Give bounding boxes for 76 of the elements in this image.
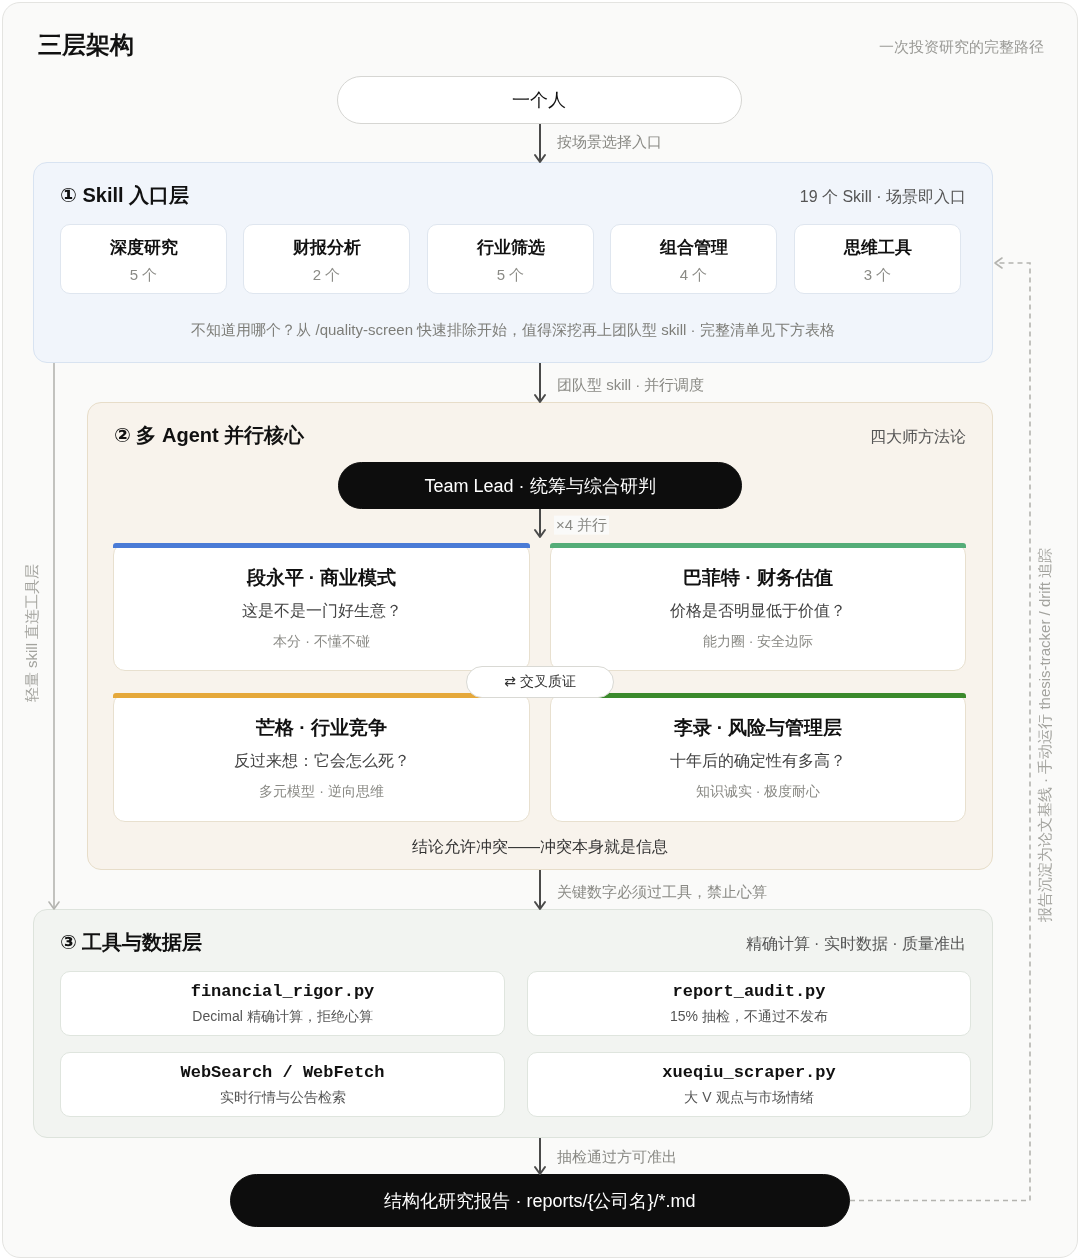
dashed-arrow <box>849 257 1031 1202</box>
arrow <box>534 362 546 403</box>
pill-label: 一个人 <box>512 88 566 111</box>
panel-tagline: 19 个 Skill · 场景即入口 <box>799 187 966 207</box>
tool-card <box>60 1052 505 1117</box>
card-title: 芒格 · 行业竞争 <box>256 716 387 740</box>
tool-description: Decimal 精确计算，拒绝心算 <box>192 1008 373 1026</box>
skill-card <box>427 224 594 294</box>
agent-card <box>113 693 530 822</box>
entry-pill <box>337 76 742 124</box>
pill-label: Team Lead · 统筹与综合研判 <box>424 474 656 497</box>
arrow <box>48 362 60 910</box>
pill-label: ⇄ 交叉质证 <box>504 673 576 691</box>
edge-label: ×4 并行 <box>554 515 610 535</box>
script-name: xueqiu_scraper.py <box>662 1062 836 1084</box>
card-question: 十年后的确定性有多高？ <box>670 751 846 771</box>
card-tags: 多元模型 · 逆向思维 <box>259 783 384 801</box>
agent-card <box>550 543 966 671</box>
tool-card <box>527 1052 971 1117</box>
card-tags: 本分 · 不懂不碰 <box>273 633 370 651</box>
arrow <box>534 869 546 910</box>
card-title: 思维工具 <box>843 237 912 259</box>
pill-label: 结构化研究报告 · reports/{公司名}/*.md <box>384 1189 696 1212</box>
skill-card <box>610 224 777 294</box>
agent-card <box>113 543 530 671</box>
panel-heading: ② 多 Agent 并行核心 <box>114 422 305 448</box>
script-name: financial_rigor.py <box>190 981 375 1003</box>
card-title: 行业筛选 <box>476 237 545 259</box>
card-question: 这是不是一门好生意？ <box>241 601 402 621</box>
script-name: report_audit.py <box>672 981 826 1003</box>
panel-heading: ③ 工具与数据层 <box>60 929 203 955</box>
panel-tagline: 四大师方法论 <box>870 427 966 447</box>
layer-panel <box>87 402 993 870</box>
card-title: 深度研究 <box>109 237 178 259</box>
cross-check-pill <box>466 666 614 698</box>
diagram-subtitle: 一次投资研究的完整路径 <box>879 37 1044 57</box>
card-count: 5 个 <box>496 265 525 285</box>
arrow <box>534 1137 546 1175</box>
panel-heading: ① Skill 入口层 <box>60 182 190 208</box>
skill-card <box>243 224 410 294</box>
panel-tagline: 精确计算 · 实时数据 · 质量准出 <box>745 934 966 954</box>
panel-note: 不知道用哪个？从 /quality-screen 快速排除开始，值得深挖再上团队型 skill · 完整清单见下方表格 <box>191 320 835 340</box>
card-title: 巴菲特 · 财务估值 <box>683 566 833 590</box>
tool-description: 大 V 观点与市场情绪 <box>684 1089 814 1107</box>
card-title: 组合管理 <box>659 237 728 259</box>
script-name: WebSearch / WebFetch <box>180 1062 385 1084</box>
layer-panel <box>33 909 993 1138</box>
edge-label: 轻量 skill 直连工具层 <box>22 561 42 705</box>
card-tags: 知识诚实 · 极度耐心 <box>695 783 821 801</box>
panel-note: 结论允许冲突——冲突本身就是信息 <box>412 837 668 857</box>
card-title: 段永平 · 商业模式 <box>246 566 397 590</box>
card-count: 4 个 <box>679 265 708 285</box>
edge-label: 团队型 skill · 并行调度 <box>555 375 707 395</box>
card-count: 2 个 <box>312 265 341 285</box>
tool-card <box>527 971 971 1036</box>
card-title: 李录 · 风险与管理层 <box>673 716 843 740</box>
card-tags: 能力圈 · 安全边际 <box>702 633 814 651</box>
edge-label: 关键数字必须过工具，禁止心算 <box>555 882 769 902</box>
layer-panel <box>33 162 993 363</box>
skill-card <box>60 224 227 294</box>
tool-description: 15% 抽检，不通过不发布 <box>670 1008 828 1026</box>
card-count: 3 个 <box>863 265 892 285</box>
diagram-title: 三层架构 <box>38 30 134 60</box>
agent-card <box>550 693 966 822</box>
lead-pill <box>338 462 742 509</box>
edge-label: 报告沉淀为论文基线 · 手动运行 thesis-tracker / drift 追踪 <box>1035 545 1055 925</box>
arrow <box>534 508 546 538</box>
skill-card <box>794 224 961 294</box>
arrow <box>534 123 546 163</box>
tool-description: 实时行情与公告检索 <box>219 1089 346 1107</box>
card-count: 5 个 <box>129 265 158 285</box>
card-question: 价格是否明显低于价值？ <box>670 601 846 621</box>
card-question: 反过来想：它会怎么死？ <box>233 751 410 771</box>
tool-card <box>60 971 505 1036</box>
card-title: 财报分析 <box>292 237 361 259</box>
output-pill <box>230 1174 850 1227</box>
